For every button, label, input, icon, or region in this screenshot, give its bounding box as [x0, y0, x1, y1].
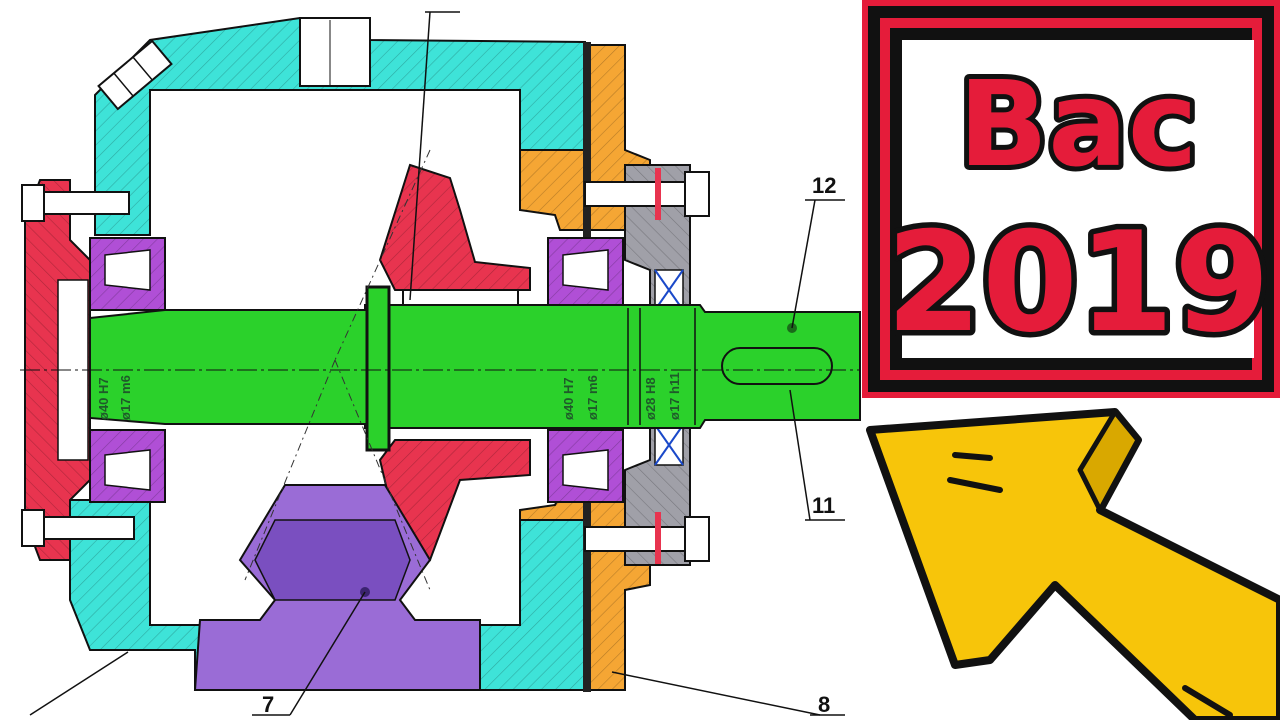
fit-label-3: ø40 H7 [561, 377, 576, 420]
badge-line-1: Bac [958, 55, 1198, 193]
construction-lines [244, 149, 431, 591]
fit-label-5: ø28 H8 [643, 377, 658, 420]
bolt-bottom-right [584, 512, 710, 564]
part-label-7: 7 [262, 692, 274, 717]
fit-label-6: ø17 h11 [667, 372, 682, 420]
badge-line-2: 2019 [886, 202, 1270, 363]
bearing-left-bottom [89, 429, 166, 503]
fit-label-1: ø40 H7 [96, 377, 111, 420]
part-label-11: 11 [812, 493, 835, 518]
output-shaft [20, 285, 861, 452]
bolt-top-left [21, 184, 130, 222]
bearing-left-top [89, 237, 166, 311]
bac-2019-badge: Bac 2019 [862, 0, 1280, 398]
assembly-drawing: ø40 H7 ø17 m6 ø40 H7 ø17 m6 ø28 H8 ø17 h… [20, 11, 861, 717]
bearing-right-top [547, 237, 624, 311]
fit-labels: ø40 H7 ø17 m6 ø40 H7 ø17 m6 ø28 H8 ø17 h… [96, 372, 682, 420]
bolt-bottom-left [21, 509, 135, 547]
vent-plug [97, 39, 173, 111]
leader-lines [29, 11, 845, 716]
part-label-12: 12 [812, 173, 836, 198]
fit-label-4: ø17 m6 [585, 375, 600, 420]
part-label-8: 8 [818, 692, 830, 717]
bearing-right-bottom [547, 429, 624, 503]
arrow-up-left-icon [866, 408, 1280, 720]
bolt-top-right [584, 168, 710, 220]
fit-label-2: ø17 m6 [118, 375, 133, 420]
pinion-gear [193, 484, 481, 691]
